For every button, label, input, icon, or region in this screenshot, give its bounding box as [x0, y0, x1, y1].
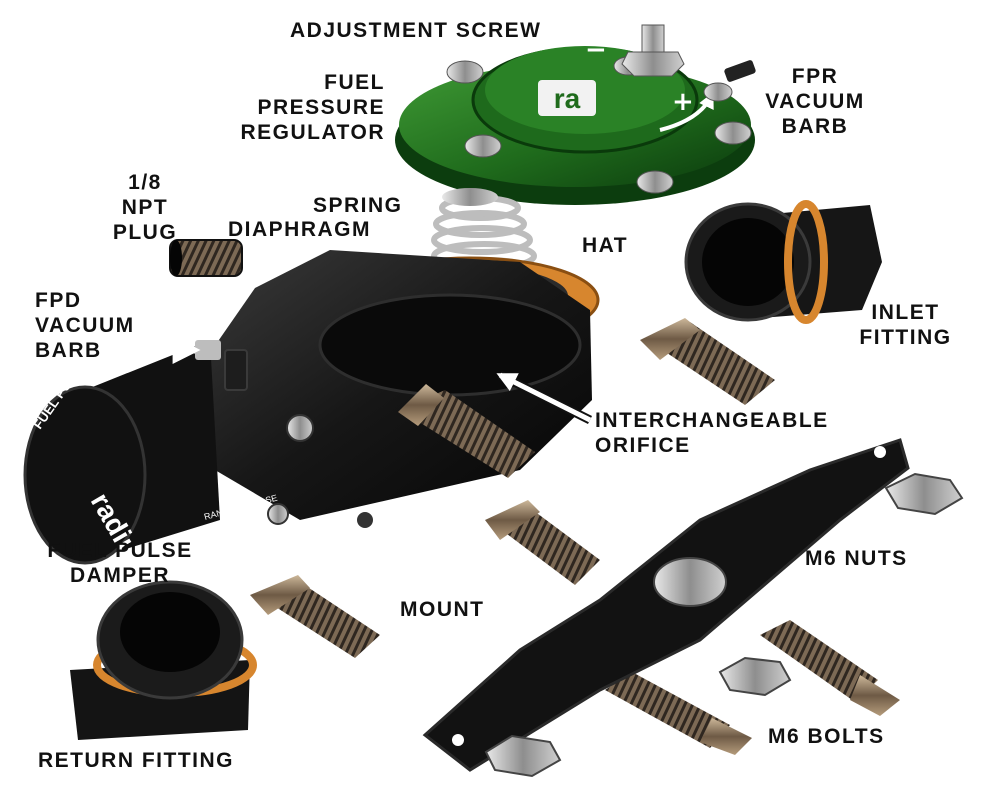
spring-cap	[442, 188, 498, 206]
label-diaphragm: DIAPHRAGM	[228, 218, 371, 241]
inlet-fitting	[684, 200, 882, 324]
label-m6-nuts: M6 NUTS	[805, 547, 908, 570]
m6-bolt	[760, 620, 900, 716]
label-fuel-pressure-regulator: FUEL PRESSURE REGULATOR	[240, 71, 385, 144]
m6-nut	[718, 656, 792, 697]
svg-text:−: −	[585, 35, 607, 65]
mount-plate	[422, 438, 910, 772]
m6-nut	[884, 472, 964, 516]
adjustment-screw	[621, 24, 685, 77]
label-hat: HAT	[582, 234, 629, 257]
label-adjustment-screw: ADJUSTMENT SCREW	[290, 19, 542, 42]
label-return-fitting: RETURN FITTING	[38, 749, 234, 772]
cap-screws	[446, 56, 752, 194]
body-screw	[286, 414, 314, 442]
label-mount: MOUNT	[400, 598, 485, 621]
label-fpr-vacuum-barb: FPR VACUUM BARB	[765, 65, 865, 138]
label-npt-plug: 1/8 NPT PLUG	[112, 171, 178, 244]
fpr-vacuum-barb	[724, 60, 756, 82]
label-fpd-vacuum-barb: FPD VACUUM BARB	[35, 289, 135, 362]
m6-bolt	[605, 672, 752, 755]
m6-bolt	[485, 500, 600, 585]
pointer-arrows	[125, 336, 593, 425]
label-interchangeable-orifice: INTERCHANGEABLE ORIFICE	[595, 409, 829, 457]
label-spring: SPRING	[313, 194, 403, 217]
cap-logo-plate	[538, 80, 596, 116]
orifice-bolt	[398, 384, 535, 478]
return-fitting	[70, 580, 257, 740]
m6-bolt	[640, 318, 775, 405]
mount-center-nut	[653, 557, 727, 607]
cap-logo: ra	[554, 83, 581, 114]
m6-bolts-group	[250, 318, 900, 755]
label-fuel-pulse-damper: FUEL PULSE DAMPER	[47, 539, 193, 587]
svg-text:+: +	[672, 87, 694, 117]
label-m6-bolts: M6 BOLTS	[768, 725, 885, 748]
fpd-vacuum-barb	[195, 340, 248, 391]
m6-bolt	[250, 575, 380, 658]
label-inlet-fitting: INLET FITTING	[859, 301, 952, 349]
npt-plug	[169, 239, 243, 277]
m6-nuts-group	[484, 472, 964, 778]
regulator-cap: ra + −	[395, 24, 756, 205]
m6-nut	[484, 734, 562, 778]
